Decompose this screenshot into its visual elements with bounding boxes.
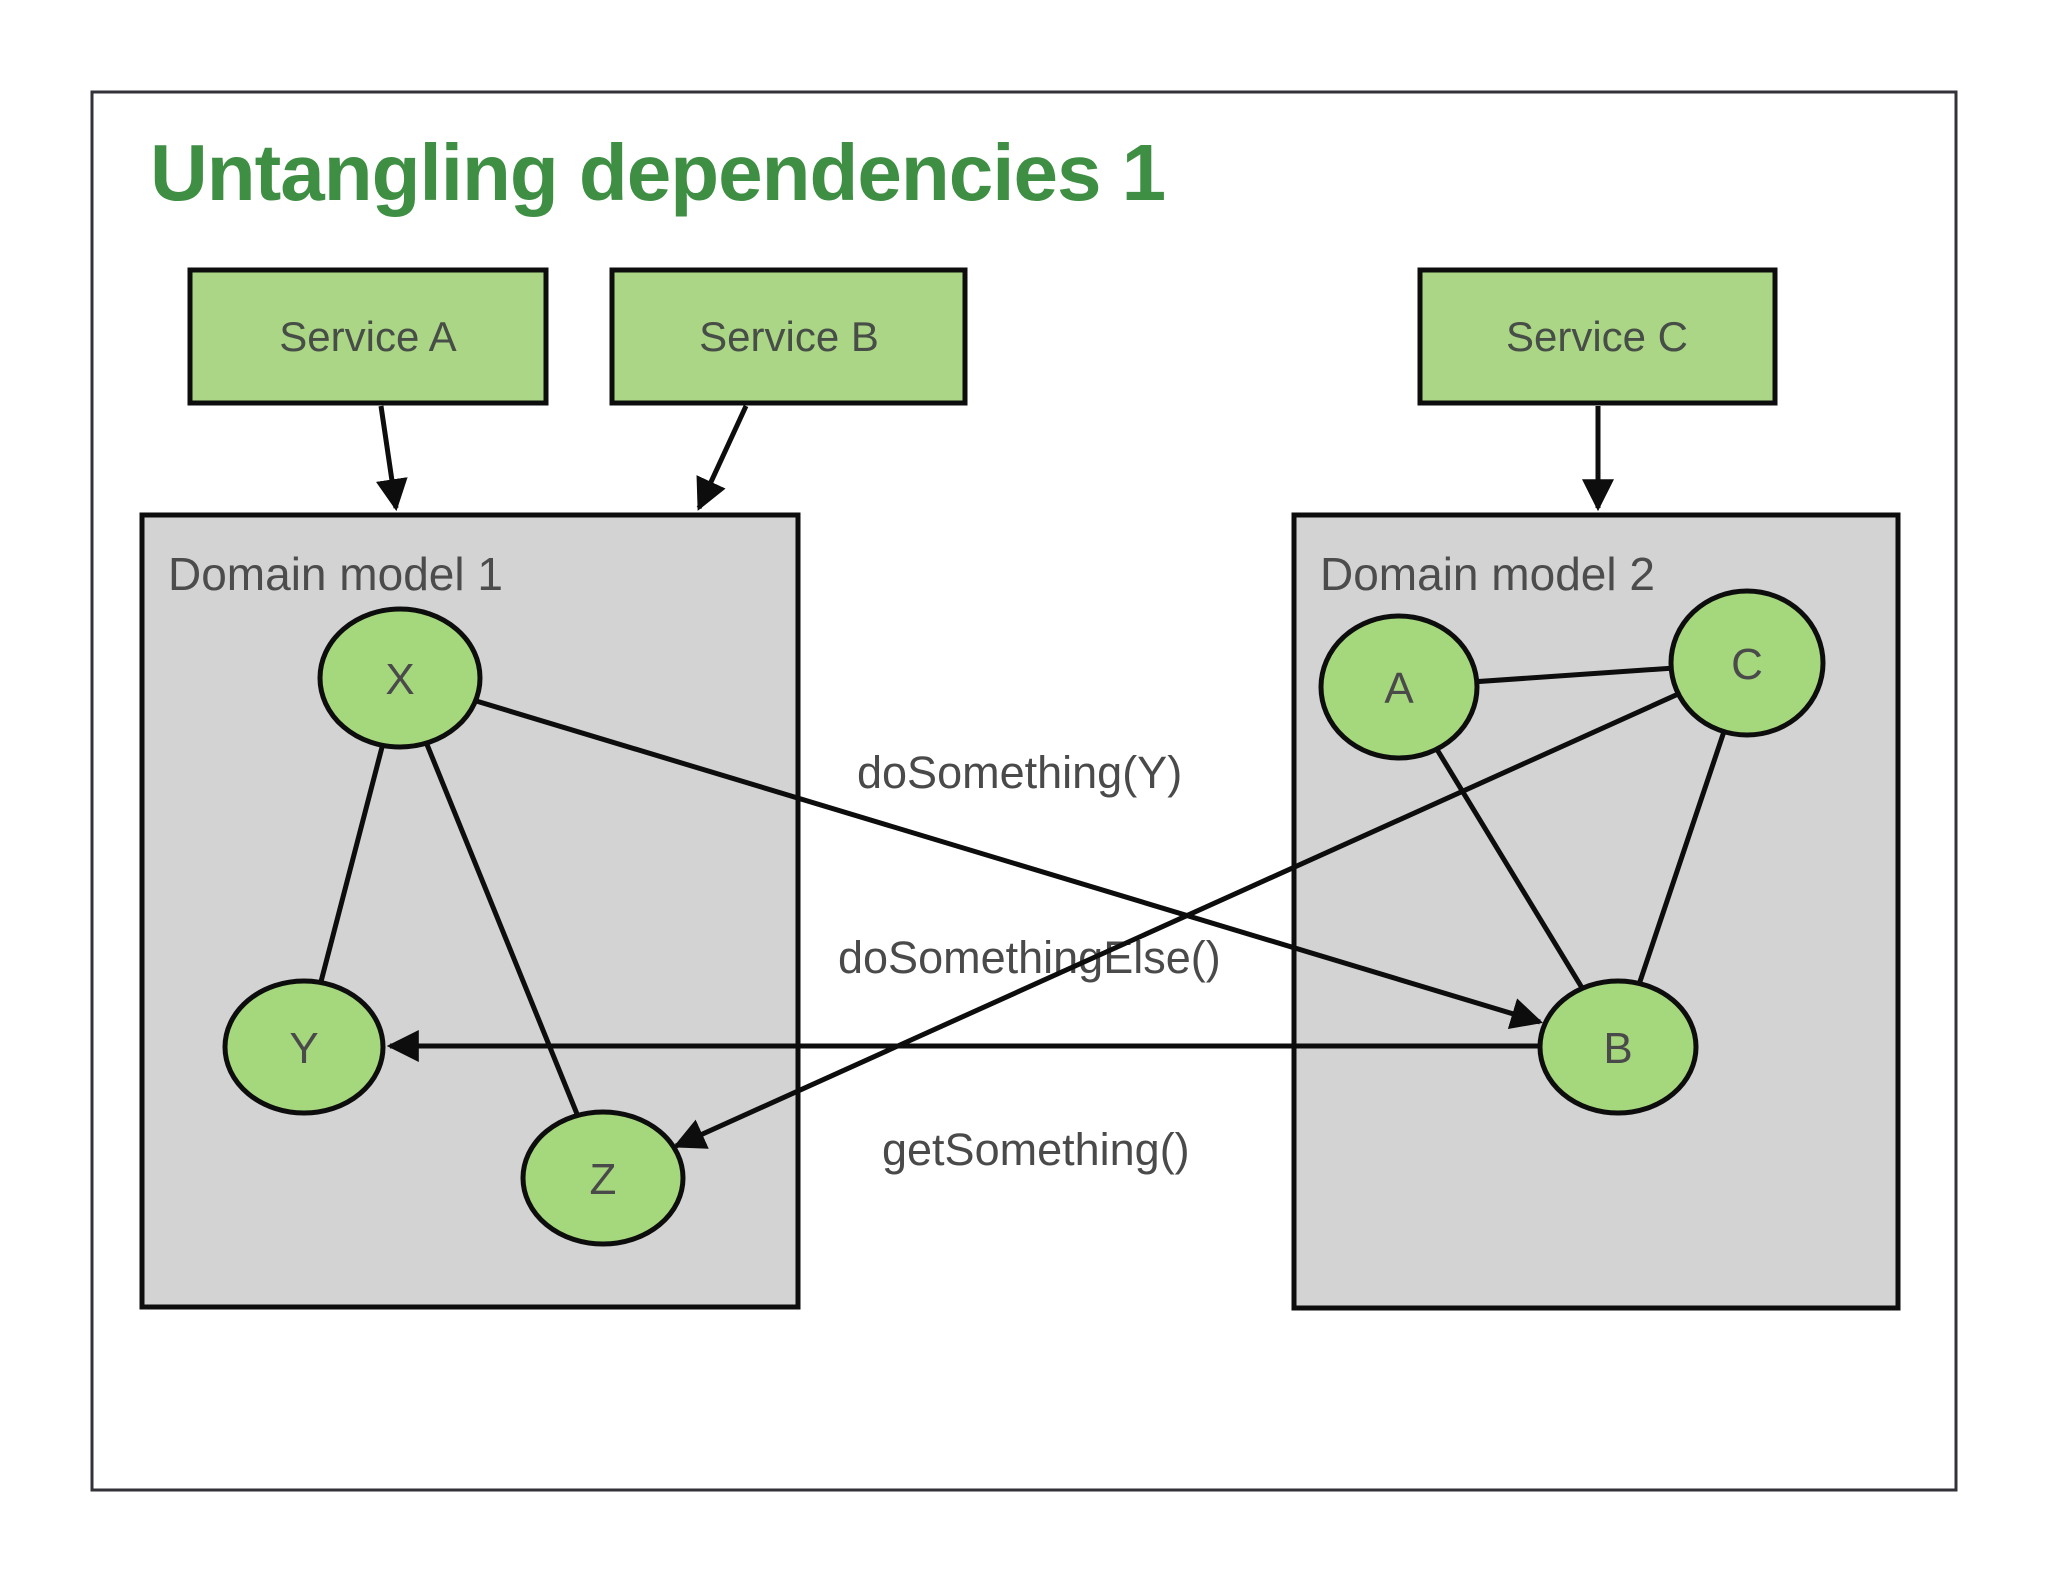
node-y bbox=[222, 978, 386, 1116]
edge-x-z bbox=[397, 677, 606, 1179]
node-x-label: X bbox=[385, 655, 414, 704]
arrow-service-a-to-domain-1 bbox=[375, 405, 408, 512]
arrow-x-to-b bbox=[399, 675, 1544, 1029]
service-c-label: Service C bbox=[1506, 313, 1688, 360]
node-a bbox=[1318, 613, 1480, 761]
call-label-dosomething: doSomething(Y) bbox=[857, 747, 1182, 798]
node-a-label: A bbox=[1384, 664, 1414, 713]
domain-model-1-box bbox=[139, 512, 801, 1310]
node-y-label: Y bbox=[289, 1024, 318, 1073]
service-a-box bbox=[187, 267, 549, 406]
node-b bbox=[1537, 978, 1699, 1116]
node-c-label: C bbox=[1731, 640, 1763, 689]
node-z-label: Z bbox=[590, 1155, 617, 1204]
page-title: Untangling dependencies 1 bbox=[150, 128, 1165, 217]
service-b-label: Service B bbox=[699, 313, 879, 360]
arrow-service-b-to-domain-1 bbox=[696, 404, 749, 511]
service-c-box bbox=[1417, 267, 1778, 406]
node-z bbox=[520, 1109, 686, 1247]
call-label-dosomethingelse: doSomethingElse() bbox=[838, 932, 1221, 983]
service-b-box bbox=[609, 267, 968, 406]
domain-model-2-label: Domain model 2 bbox=[1320, 548, 1655, 600]
node-b-label: B bbox=[1603, 1024, 1632, 1073]
service-a-label: Service A bbox=[279, 313, 456, 360]
domain-model-1-label: Domain model 1 bbox=[168, 548, 503, 600]
node-c bbox=[1668, 588, 1826, 738]
call-label-getsomething: getSomething() bbox=[882, 1124, 1190, 1175]
arrow-c-to-z bbox=[673, 660, 1749, 1149]
node-x bbox=[317, 606, 483, 750]
